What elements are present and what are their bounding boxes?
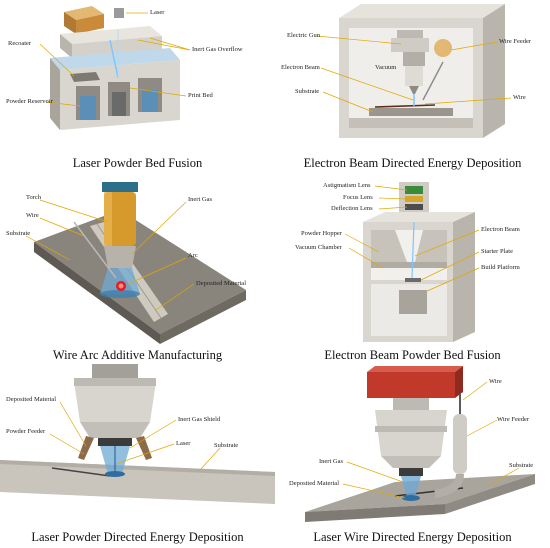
- label-arc: Arc: [188, 252, 198, 259]
- label-deposited-material: Deposited Material: [196, 280, 246, 287]
- label-substrate: Substrate: [214, 442, 239, 449]
- label-electron-beam: Electron Beam: [281, 64, 320, 71]
- panel-laser-wire-ded: Wire Wire Feeder Inert Gas Substrate Dep…: [275, 364, 550, 546]
- label-astigmatism-lens: Astigmatism Lens: [323, 182, 371, 189]
- label-wire-feeder: Wire Feeder: [497, 416, 530, 423]
- label-deposited-material: Deposited Material: [6, 396, 56, 403]
- label-deflection-lens: Deflection Lens: [331, 205, 373, 212]
- caption-waam: Wire Arc Additive Manufacturing: [52, 348, 223, 362]
- caption-lpbf: Laser Powder Bed Fusion: [72, 156, 203, 170]
- lpbf-illustration: [39, 6, 191, 130]
- caption-lpded: Laser Powder Directed Energy Deposition: [31, 530, 244, 544]
- waam-illustration: [25, 182, 246, 344]
- label-build-platform: Build Platform: [481, 264, 520, 271]
- label-laser: Laser: [150, 9, 165, 16]
- label-laser: Laser: [176, 440, 191, 447]
- label-torch: Torch: [26, 194, 42, 201]
- label-wire: Wire: [26, 212, 39, 219]
- label-wire: Wire: [489, 378, 502, 385]
- label-vacuum: Vacuum: [375, 64, 397, 71]
- panel-laser-powder-ded: Deposited Material Powder Feeder Inert G…: [0, 364, 275, 546]
- label-substrate: Substrate: [295, 88, 320, 95]
- label-powder-feeder: Powder Feeder: [6, 428, 46, 435]
- lwded-illustration: [305, 366, 535, 522]
- panel-electron-beam-powder-bed-fusion: Astigmatism Lens Focus Lens Deflection L…: [275, 182, 550, 364]
- label-electron-beam: Electron Beam: [481, 226, 520, 233]
- label-powder-hopper: Powder Hopper: [301, 230, 342, 237]
- label-powder-reservoir: Powder Reservoir: [6, 98, 53, 105]
- label-substrate: Substrate: [6, 230, 31, 237]
- lpded-illustration: [0, 364, 275, 504]
- label-deposited-material: Deposited Material: [289, 480, 339, 487]
- label-vacuum-chamber: Vacuum Chamber: [295, 244, 342, 251]
- label-substrate: Substrate: [509, 462, 534, 469]
- label-wire-feeder: Wire Feeder: [499, 38, 532, 45]
- ebded-illustration: [316, 4, 512, 138]
- label-inert-gas-shield: Inert Gas Shield: [178, 416, 221, 423]
- label-recoater: Recoater: [8, 40, 32, 47]
- caption-ebpbf: Electron Beam Powder Bed Fusion: [324, 348, 501, 362]
- label-focus-lens: Focus Lens: [343, 194, 373, 201]
- panel-laser-powder-bed-fusion: Laser Inert Gas Overflow Recoater Powder…: [0, 0, 275, 182]
- label-inert-gas: Inert Gas: [188, 196, 213, 203]
- label-wire: Wire: [513, 94, 526, 101]
- panel-electron-beam-ded: Electric Gun Wire Feeder Electron Beam V…: [275, 0, 550, 182]
- caption-lwded: Laser Wire Directed Energy Deposition: [313, 530, 512, 544]
- label-print-bed: Print Bed: [188, 92, 213, 99]
- label-electric-gun: Electric Gun: [287, 32, 321, 39]
- caption-ebded: Electron Beam Directed Energy Deposition: [303, 156, 522, 170]
- ebpbf-illustration: [344, 182, 480, 342]
- label-inert-gas: Inert Gas: [319, 458, 344, 465]
- label-starter-plate: Starter Plate: [481, 248, 513, 255]
- label-inert-gas-overflow: Inert Gas Overflow: [192, 46, 243, 53]
- panel-wire-arc-am: Torch Inert Gas Wire Substrate Arc Depos…: [0, 182, 275, 364]
